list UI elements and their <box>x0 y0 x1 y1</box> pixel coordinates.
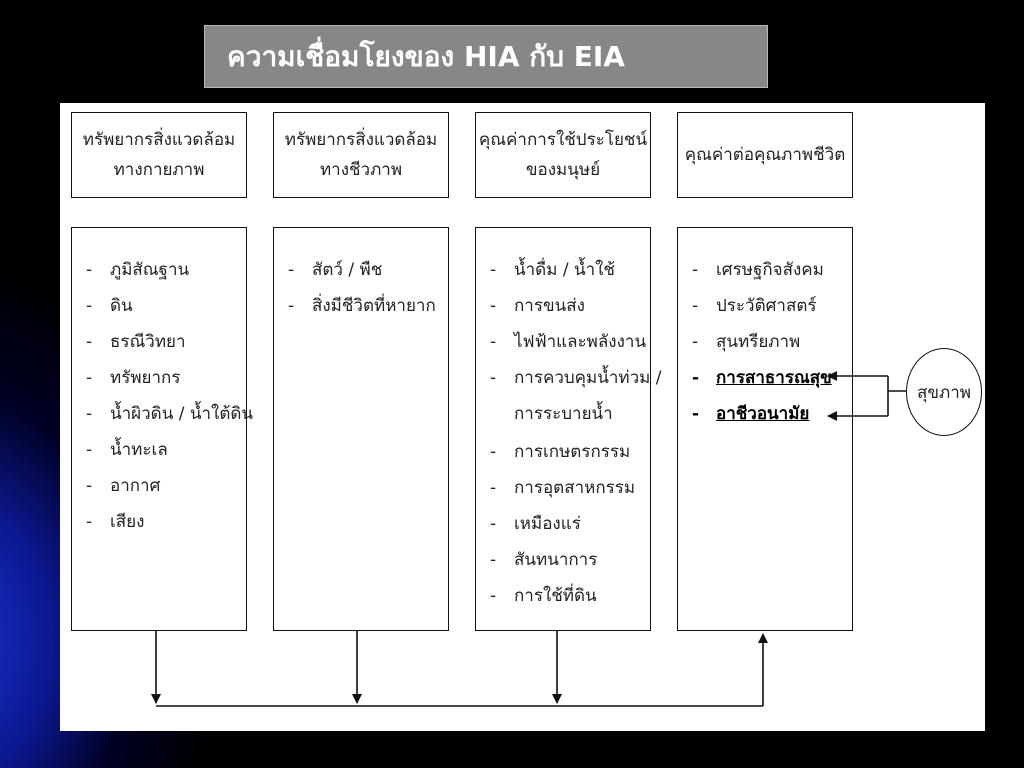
header-line: ทรัพยากรสิ่งแวดล้อม <box>284 130 438 150</box>
header-line: คุณค่าต่อคุณภาพชีวิต <box>684 145 846 165</box>
list-item: -น้ำทะเล <box>86 440 168 460</box>
list-item: -ประวัติศาสตร์ <box>692 296 817 316</box>
list-item: -การเกษตรกรรม <box>490 442 631 462</box>
list-biological-resources: -สัตว์ / พืช -สิ่งมีชีวิตที่หายาก <box>273 227 449 631</box>
title-box: ความเชื่อมโยงของ HIA กับ EIA <box>204 25 768 88</box>
list-item: -การอุตสาหกรรม <box>490 478 636 498</box>
list-item: -อากาศ <box>86 476 161 496</box>
list-item-occupational-health: -อาชีวอนามัย <box>692 404 810 424</box>
list-item: -เสียง <box>86 512 145 532</box>
header-line: ทางชีวภาพ <box>319 160 403 180</box>
list-item: -สุนทรียภาพ <box>692 332 801 352</box>
health-node: สุขภาพ <box>906 348 982 436</box>
header-human-use-values: คุณค่าการใช้ประโยชน์ ของมนุษย์ <box>475 112 651 198</box>
header-line: ของมนุษย์ <box>525 160 601 180</box>
list-physical-resources: -ภูมิสัณฐาน -ดิน -ธรณีวิทยา -ทรัพยากร -น… <box>71 227 253 631</box>
health-bracket <box>887 376 906 416</box>
list-item: -น้ำดื่ม / น้ำใช้ <box>490 260 615 280</box>
list-item: -เศรษฐกิจสังคม <box>692 260 824 280</box>
list-item: -เหมืองแร่ <box>490 514 581 534</box>
list-item: -การใช้ที่ดิน <box>490 586 597 606</box>
list-item: -สิ่งมีชีวิตที่หายาก <box>288 296 436 316</box>
list-human-use-values: -น้ำดื่ม / น้ำใช้ -การขนส่ง -ไฟฟ้าและพลั… <box>475 227 662 631</box>
list-item-public-health: -การสาธารณสุข <box>692 368 832 388</box>
list-item: -การขนส่ง <box>490 296 585 316</box>
header-line: ทางกายภาพ <box>113 160 205 180</box>
list-item: -สัตว์ / พืช <box>288 260 383 280</box>
list-item-continuation: การระบายน้ำ <box>514 404 613 424</box>
header-quality-of-life: คุณค่าต่อคุณภาพชีวิต <box>677 112 853 198</box>
list-item: -ภูมิสัณฐาน <box>86 260 190 280</box>
list-item: -น้ำผิวดิน / น้ำใต้ดิน <box>86 404 254 424</box>
connector-lines <box>151 371 906 707</box>
header-line: คุณค่าการใช้ประโยชน์ <box>478 130 648 150</box>
list-item: -การควบคุมน้ำท่วม / <box>490 368 662 388</box>
list-item: -ธรณีวิทยา <box>86 332 186 352</box>
diagram-panel: ทรัพยากรสิ่งแวดล้อม ทางกายภาพ -ภูมิสัณฐา… <box>60 103 985 731</box>
list-item: -สันทนาการ <box>490 550 598 570</box>
list-item: -ไฟฟ้าและพลังงาน <box>490 332 647 352</box>
header-line: ทรัพยากรสิ่งแวดล้อม <box>82 130 236 150</box>
list-item: -ทรัพยากร <box>86 368 181 388</box>
list-item: -ดิน <box>86 296 133 316</box>
slide-title: ความเชื่อมโยงของ HIA กับ EIA <box>227 40 625 73</box>
list-quality-of-life: -เศรษฐกิจสังคม -ประวัติศาสตร์ -สุนทรียภา… <box>677 227 853 631</box>
health-label: สุขภาพ <box>917 382 971 403</box>
header-physical-resources: ทรัพยากรสิ่งแวดล้อม ทางกายภาพ <box>71 112 247 198</box>
header-biological-resources: ทรัพยากรสิ่งแวดล้อม ทางชีวภาพ <box>273 112 449 198</box>
